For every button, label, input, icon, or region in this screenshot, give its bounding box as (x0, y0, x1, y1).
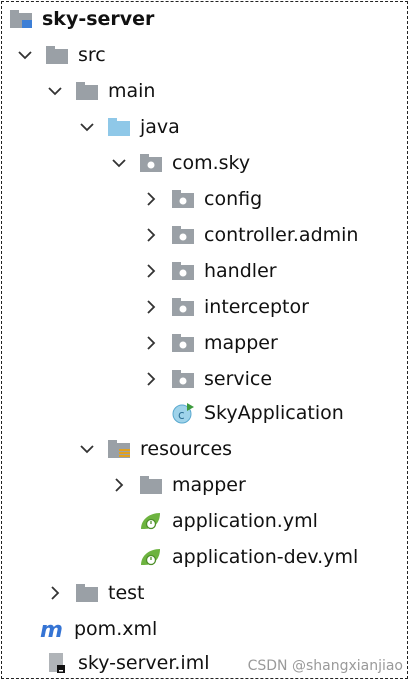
module-folder-icon (8, 7, 34, 31)
package-icon (170, 187, 196, 211)
tree-label: SkyApplication (204, 402, 344, 424)
chevron-right-icon[interactable] (140, 224, 162, 246)
chevron-right-icon[interactable] (140, 188, 162, 210)
folder-icon (74, 581, 100, 605)
spring-boot-class-icon: c (170, 401, 196, 425)
resources-folder-icon (106, 437, 132, 461)
chevron-right-icon[interactable] (140, 296, 162, 318)
package-icon (170, 259, 196, 283)
spring-yml-icon (138, 509, 164, 533)
chevron-down-icon[interactable] (76, 116, 98, 138)
tree-label: interceptor (204, 296, 309, 318)
tree-label: pom.xml (74, 618, 158, 640)
package-icon (170, 331, 196, 355)
project-name: sky-server (42, 8, 155, 30)
spring-yml-icon (138, 545, 164, 569)
package-icon (170, 367, 196, 391)
tree-item-iml[interactable]: sky-server.iml (44, 646, 210, 680)
tree-label: mapper (172, 474, 246, 496)
tree-label: handler (204, 260, 277, 282)
package-icon (170, 295, 196, 319)
tree-item-package[interactable]: controller.admin (140, 218, 358, 252)
tree-item-resources[interactable]: resources (76, 432, 232, 466)
tree-item-project[interactable]: sky-server (8, 2, 154, 36)
chevron-right-icon[interactable] (108, 474, 130, 496)
chevron-down-icon[interactable] (108, 152, 130, 174)
folder-icon (44, 43, 70, 67)
chevron-down-icon[interactable] (76, 438, 98, 460)
tree-label: mapper (204, 332, 278, 354)
svg-text:m: m (40, 618, 63, 641)
folder-icon (138, 473, 164, 497)
tree-item-src[interactable]: src (14, 38, 106, 72)
tree-label: src (78, 44, 106, 66)
tree-label: controller.admin (204, 224, 359, 246)
folder-icon (74, 79, 100, 103)
chevron-right-icon[interactable] (44, 582, 66, 604)
tree-item-resources-mapper[interactable]: mapper (108, 468, 246, 502)
chevron-right-icon[interactable] (140, 368, 162, 390)
tree-item-yml[interactable]: application.yml (138, 504, 318, 538)
tree-item-java[interactable]: java (76, 110, 180, 144)
tree-item-test[interactable]: test (44, 576, 145, 610)
chevron-right-icon[interactable] (140, 260, 162, 282)
tree-item-package[interactable]: interceptor (140, 290, 309, 324)
tree-label: test (108, 582, 145, 604)
tree-item-app-class[interactable]: c SkyApplication (170, 396, 344, 430)
tree-item-package[interactable]: config (140, 182, 262, 216)
tree-item-package[interactable]: service (140, 362, 272, 396)
tree-label: main (108, 80, 156, 102)
svg-text:c: c (178, 408, 185, 422)
package-icon (138, 151, 164, 175)
tree-item-package[interactable]: handler (140, 254, 277, 288)
source-folder-icon (106, 115, 132, 139)
tree-label: java (140, 116, 180, 138)
tree-item-pom[interactable]: m pom.xml (40, 612, 157, 646)
tree-item-package[interactable]: mapper (140, 326, 278, 360)
package-icon (170, 223, 196, 247)
maven-icon: m (40, 617, 66, 641)
tree-label: resources (140, 438, 233, 460)
chevron-right-icon[interactable] (140, 332, 162, 354)
tree-item-package-com-sky[interactable]: com.sky (108, 146, 250, 180)
chevron-down-icon[interactable] (14, 44, 36, 66)
watermark: CSDN @shangxianjiao (247, 658, 403, 674)
tree-label: service (204, 368, 273, 390)
chevron-down-icon[interactable] (44, 80, 66, 102)
tree-label: sky-server.iml (78, 652, 210, 674)
tree-label: application.yml (172, 510, 318, 532)
tree-item-yml[interactable]: application-dev.yml (138, 540, 358, 574)
module-file-icon (44, 651, 70, 675)
tree-label: com.sky (172, 152, 251, 174)
tree-item-main[interactable]: main (44, 74, 155, 108)
tree-label: config (204, 188, 263, 210)
tree-label: application-dev.yml (172, 546, 359, 568)
